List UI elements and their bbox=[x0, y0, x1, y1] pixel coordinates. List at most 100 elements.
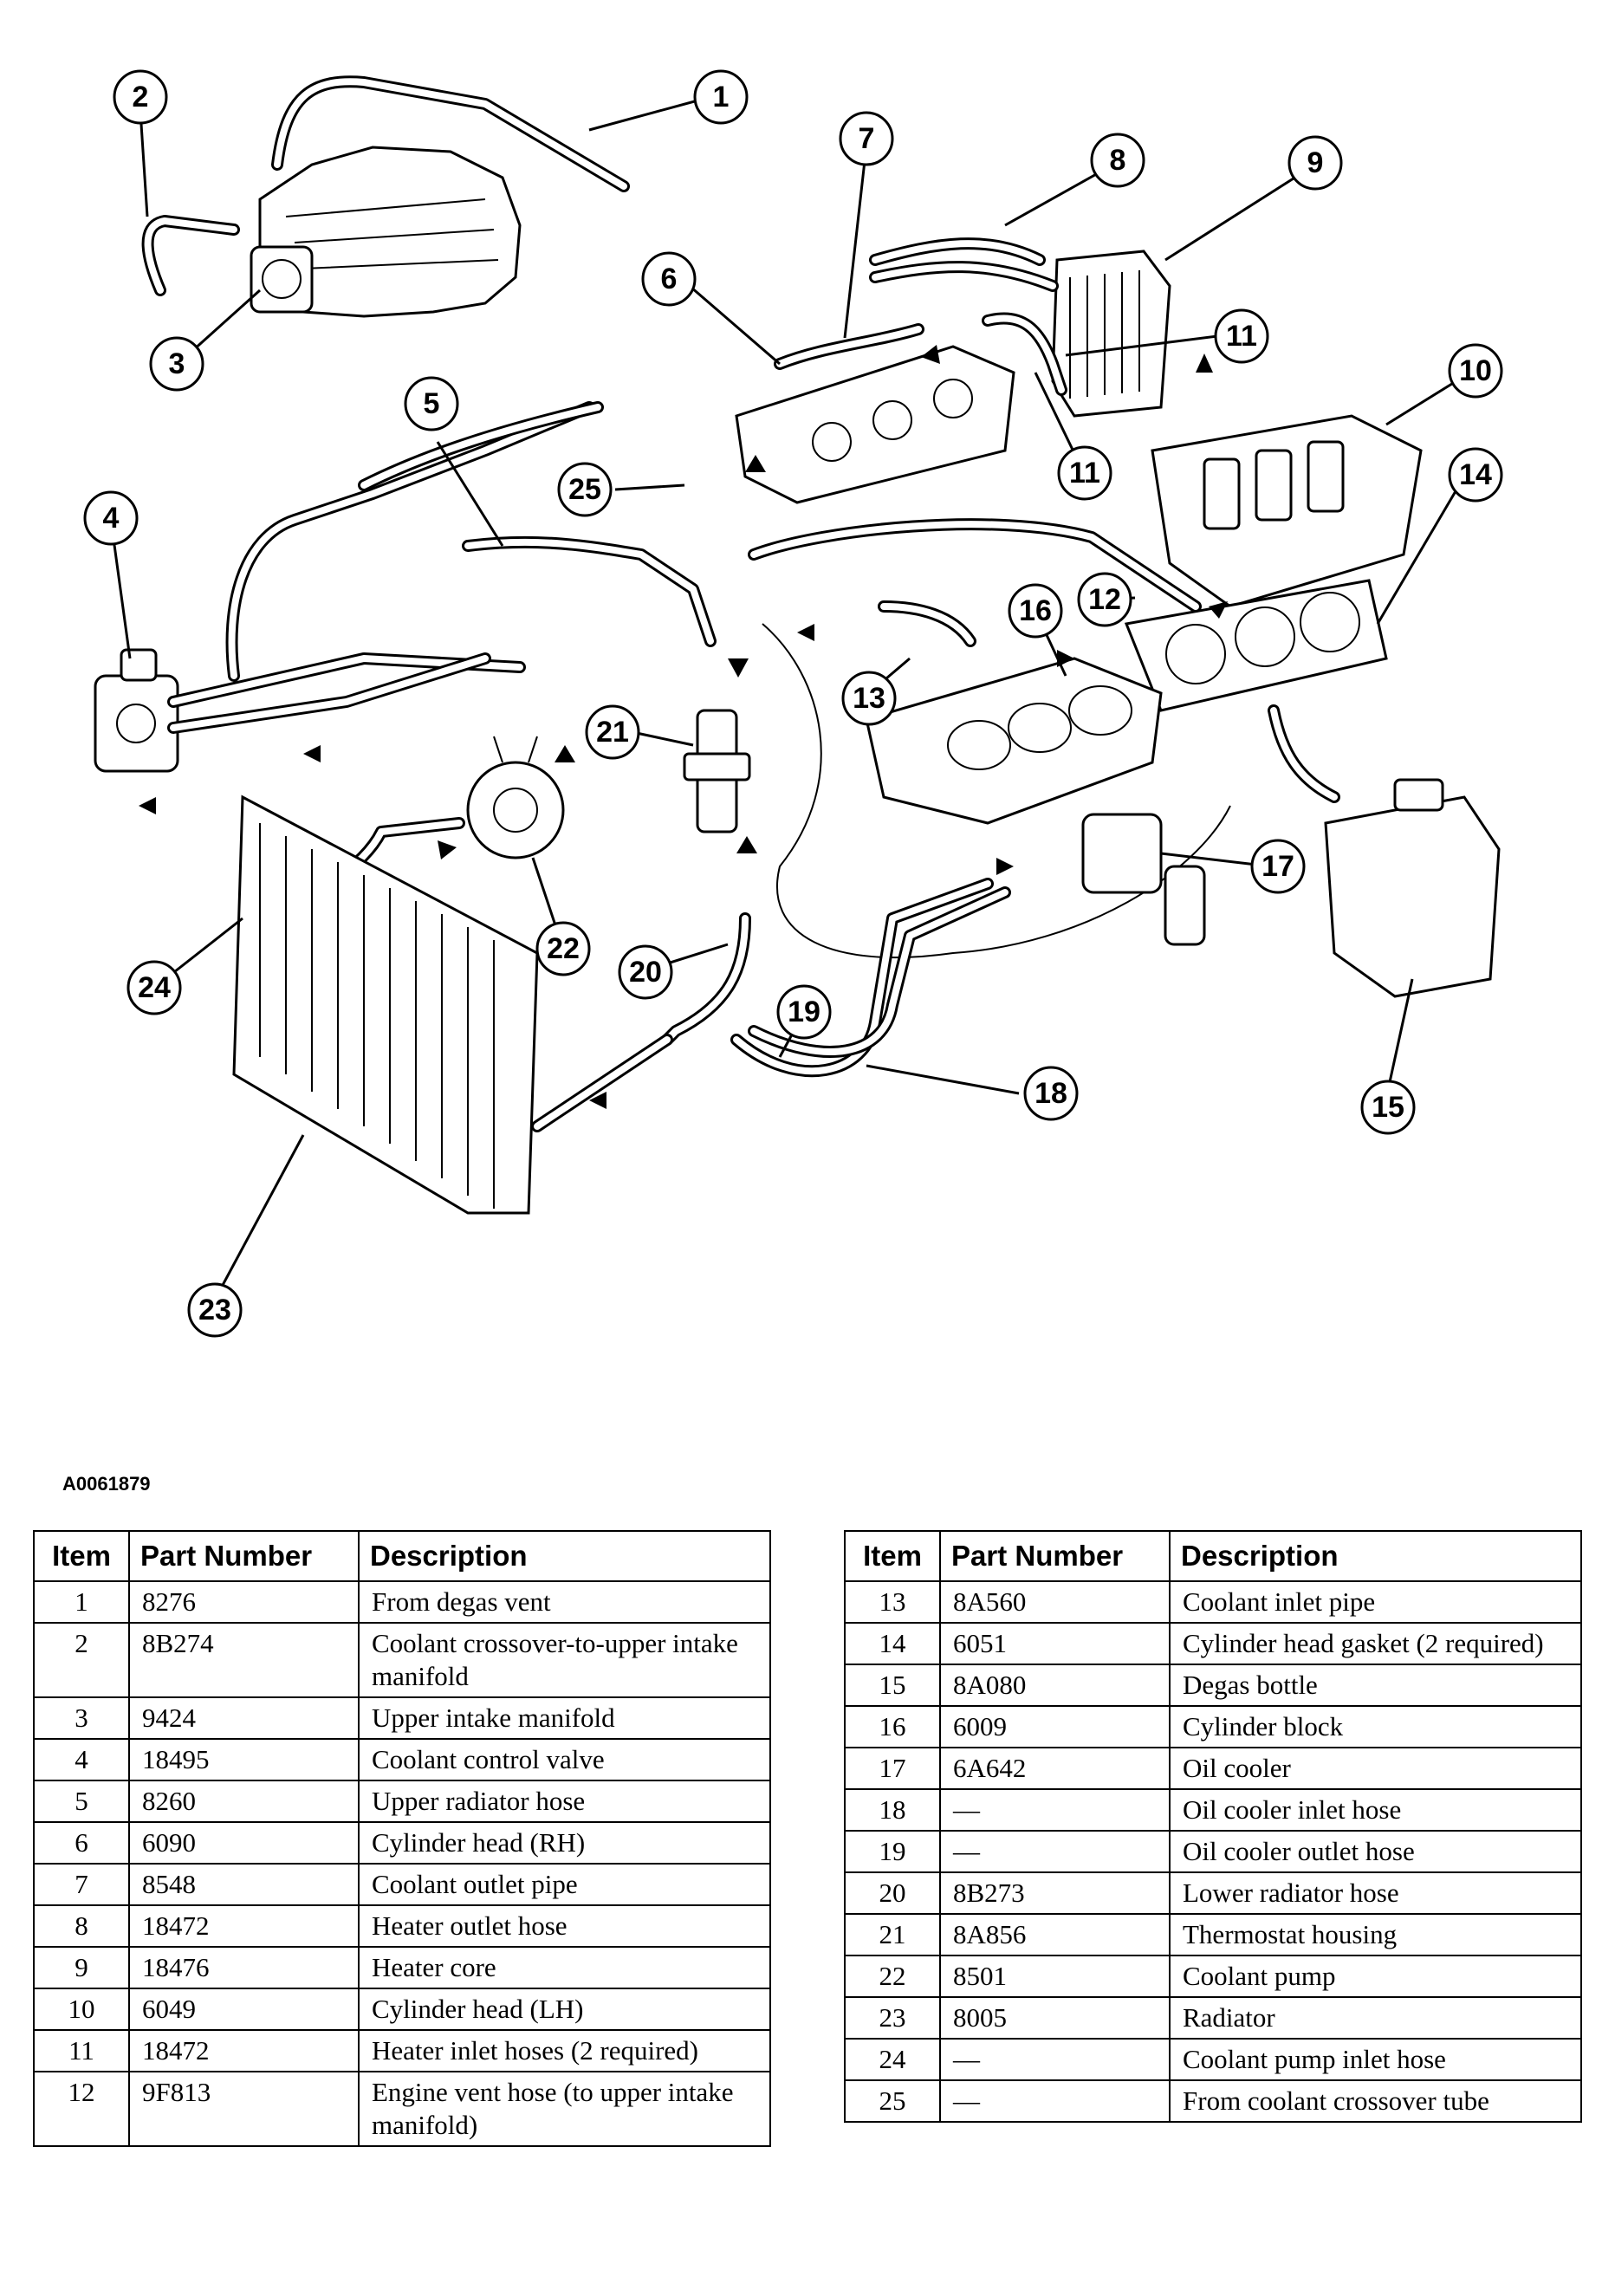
svg-text:15: 15 bbox=[1372, 1091, 1404, 1124]
header-part-number: Part Number bbox=[128, 1530, 360, 1582]
description-cell: Coolant pump inlet hose bbox=[1169, 2038, 1582, 2081]
coolant-pump bbox=[466, 736, 565, 859]
callout-15: 15 bbox=[1360, 1080, 1416, 1135]
part-number-cell: 8A080 bbox=[939, 1664, 1171, 1707]
header-description: Description bbox=[1169, 1530, 1582, 1582]
description-cell: From coolant crossover tube bbox=[1169, 2079, 1582, 2123]
description-cell: Upper intake manifold bbox=[358, 1696, 771, 1740]
cylinder-block bbox=[865, 657, 1163, 825]
item-cell: 7 bbox=[33, 1863, 130, 1906]
svg-text:11: 11 bbox=[1069, 457, 1100, 490]
callout-23: 23 bbox=[187, 1282, 243, 1338]
item-cell: 24 bbox=[844, 2038, 941, 2081]
item-cell: 8 bbox=[33, 1904, 130, 1948]
heater-core bbox=[1051, 250, 1171, 418]
svg-text:22: 22 bbox=[547, 932, 580, 965]
oil-cooler bbox=[1081, 813, 1206, 946]
callout-3: 3 bbox=[149, 336, 204, 392]
header-item: Item bbox=[33, 1530, 130, 1582]
description-cell: Engine vent hose (to upper intake manifo… bbox=[358, 2071, 771, 2147]
flow-arrows bbox=[139, 345, 1228, 1109]
callout-20: 20 bbox=[618, 944, 673, 1000]
item-cell: 17 bbox=[844, 1747, 941, 1790]
part-number-cell: 9F813 bbox=[128, 2071, 360, 2147]
callout-4: 4 bbox=[83, 490, 139, 546]
callout-25: 25 bbox=[557, 462, 613, 517]
part-number-cell: 8501 bbox=[939, 1955, 1171, 1998]
svg-text:13: 13 bbox=[853, 682, 885, 715]
description-cell: Cylinder head gasket (2 required) bbox=[1169, 1622, 1582, 1665]
item-cell: 20 bbox=[844, 1871, 941, 1915]
item-cell: 14 bbox=[844, 1622, 941, 1665]
svg-text:2: 2 bbox=[133, 81, 149, 114]
svg-text:10: 10 bbox=[1459, 354, 1492, 387]
svg-text:9: 9 bbox=[1307, 146, 1324, 179]
svg-text:7: 7 bbox=[859, 122, 875, 155]
item-cell: 25 bbox=[844, 2079, 941, 2123]
svg-text:23: 23 bbox=[198, 1294, 231, 1326]
description-cell: Cylinder head (RH) bbox=[358, 1821, 771, 1865]
table-header-row: Item Part Number Description bbox=[33, 1530, 771, 1582]
part-number-cell: — bbox=[939, 1830, 1171, 1873]
callout-12: 12 bbox=[1077, 572, 1132, 627]
part-number-cell: 8B274 bbox=[128, 1622, 360, 1698]
table-row: 18—Oil cooler inlet hose bbox=[844, 1788, 1582, 1832]
svg-text:16: 16 bbox=[1019, 594, 1052, 627]
item-cell: 11 bbox=[33, 2029, 130, 2072]
callout-19: 19 bbox=[776, 984, 832, 1040]
callout-6: 6 bbox=[641, 251, 697, 307]
table-row: 19—Oil cooler outlet hose bbox=[844, 1830, 1582, 1873]
description-cell: Heater outlet hose bbox=[358, 1904, 771, 1948]
callout-2: 2 bbox=[113, 69, 168, 125]
description-cell: Coolant pump bbox=[1169, 1955, 1582, 1998]
item-cell: 13 bbox=[844, 1580, 941, 1624]
svg-text:4: 4 bbox=[103, 502, 120, 535]
cylinder-head-gasket bbox=[1124, 579, 1388, 712]
coolant-control-valve bbox=[94, 648, 179, 773]
svg-text:5: 5 bbox=[424, 387, 440, 420]
item-cell: 19 bbox=[844, 1830, 941, 1873]
description-cell: Upper radiator hose bbox=[358, 1780, 771, 1823]
description-cell: Coolant control valve bbox=[358, 1738, 771, 1781]
radiator bbox=[232, 795, 539, 1215]
header-part-number: Part Number bbox=[939, 1530, 1171, 1582]
part-number-cell: 18472 bbox=[128, 2029, 360, 2072]
part-number-cell: 8005 bbox=[939, 1996, 1171, 2040]
svg-text:3: 3 bbox=[169, 347, 185, 380]
part-number-cell: 8260 bbox=[128, 1780, 360, 1823]
callout-24: 24 bbox=[126, 960, 182, 1015]
part-number-cell: — bbox=[939, 1788, 1171, 1832]
part-number-cell: 6049 bbox=[128, 1988, 360, 2031]
part-number-cell: — bbox=[939, 2038, 1171, 2081]
item-cell: 15 bbox=[844, 1664, 941, 1707]
callout-9: 9 bbox=[1287, 135, 1343, 191]
part-number-cell: 6090 bbox=[128, 1821, 360, 1865]
item-cell: 12 bbox=[33, 2071, 130, 2147]
part-number-cell: 6A642 bbox=[939, 1747, 1171, 1790]
item-cell: 4 bbox=[33, 1738, 130, 1781]
part-number-cell: 8A560 bbox=[939, 1580, 1171, 1624]
description-cell: Cylinder block bbox=[1169, 1705, 1582, 1748]
item-cell: 9 bbox=[33, 1946, 130, 1989]
cylinder-head-lh bbox=[1151, 414, 1423, 608]
callout-7: 7 bbox=[839, 111, 894, 166]
svg-text:18: 18 bbox=[1035, 1077, 1067, 1110]
callout-17: 17 bbox=[1250, 839, 1306, 894]
svg-text:1: 1 bbox=[713, 81, 730, 114]
